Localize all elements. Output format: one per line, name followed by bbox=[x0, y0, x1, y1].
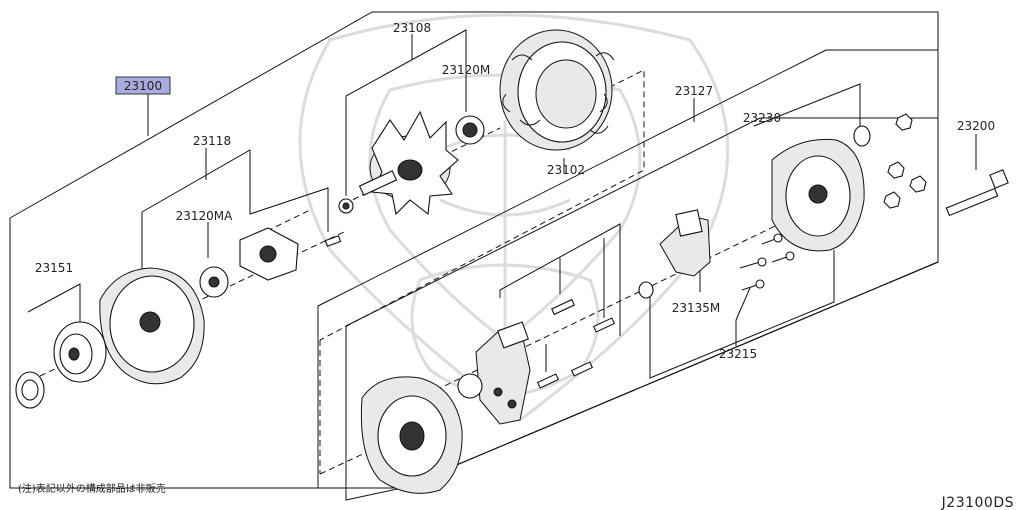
screws bbox=[739, 233, 795, 291]
stator-assembly bbox=[499, 29, 615, 151]
drawing-code: J23100DS bbox=[941, 495, 1014, 510]
brush-holder bbox=[659, 209, 711, 277]
label-23102[interactable]: 23102 bbox=[547, 163, 585, 177]
main-part-number[interactable]: 23100 bbox=[124, 79, 162, 93]
label-23200[interactable]: 23200 bbox=[957, 119, 995, 133]
rotor-assembly bbox=[338, 110, 459, 216]
rear-cover bbox=[771, 138, 865, 252]
label-23108[interactable]: 23108 bbox=[393, 21, 431, 35]
label-23230[interactable]: 23230 bbox=[743, 111, 781, 125]
label-23151[interactable]: 23151 bbox=[35, 261, 73, 275]
assembly-frame bbox=[9, 11, 939, 501]
terminal-hardware bbox=[853, 113, 927, 209]
main-part-label[interactable]: 23100 bbox=[115, 76, 171, 95]
footnote: (注)表記以外の構成部品は非販売 bbox=[18, 482, 166, 495]
label-23120MA[interactable]: 23120MA bbox=[176, 209, 234, 223]
label-23215[interactable]: 23215 bbox=[719, 347, 757, 361]
front-housing bbox=[360, 376, 463, 494]
spacer-and-gasket bbox=[199, 227, 342, 298]
drive-end-housing bbox=[99, 267, 205, 385]
rectifier-assembly bbox=[457, 321, 531, 425]
brush-washer bbox=[638, 281, 654, 299]
label-23127[interactable]: 23127 bbox=[675, 84, 713, 98]
label-23135M[interactable]: 23135M bbox=[672, 301, 721, 315]
label-23120M[interactable]: 23120M bbox=[442, 63, 491, 77]
pulley bbox=[15, 321, 107, 409]
through-bolt bbox=[945, 169, 1009, 217]
leader-lines bbox=[27, 29, 977, 379]
label-23118[interactable]: 23118 bbox=[193, 134, 231, 148]
front-bearing bbox=[455, 115, 485, 145]
terminal-studs bbox=[536, 298, 616, 389]
